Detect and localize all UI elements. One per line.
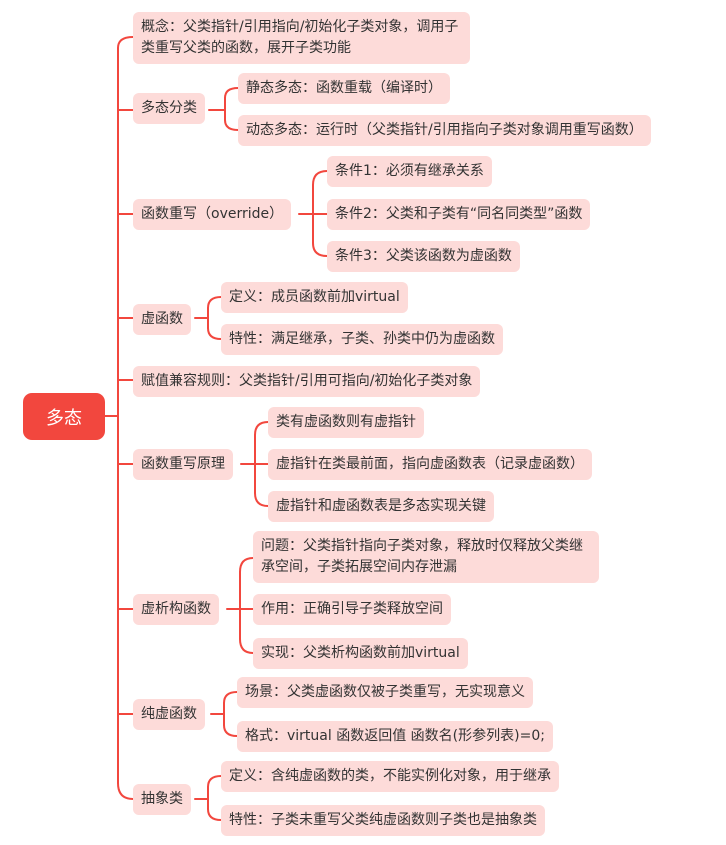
node-vtable[interactable]: 虚指针在类最前面，指向虚函数表（记录虚函数）	[268, 449, 592, 480]
node-abstract-class[interactable]: 抽象类	[133, 784, 191, 815]
connector-l1-8	[117, 782, 134, 800]
node-dynamic-polymorphism[interactable]: 动态多态：运行时（父类指针/引用指向子类对象调用重写函数）	[238, 115, 651, 146]
node-virtual-definition[interactable]: 定义：成员函数前加virtual	[221, 282, 408, 313]
node-pure-virtual[interactable]: 纯虚函数	[133, 699, 205, 730]
node-vptr[interactable]: 类有虚函数则有虚指针	[268, 407, 424, 438]
node-destructor-purpose[interactable]: 作用：正确引导子类释放空间	[253, 594, 451, 625]
node-pure-virtual-format[interactable]: 格式：virtual 函数返回值 函数名(形参列表)=0;	[237, 721, 553, 752]
root-node[interactable]: 多态	[23, 393, 105, 440]
node-concept[interactable]: 概念：父类指针/引用指向/初始化子类对象，调用子类重写父类的函数，展开子类功能	[133, 12, 470, 64]
node-virtual-destructor[interactable]: 虚析构函数	[133, 594, 219, 625]
node-override-condition-1[interactable]: 条件1：必须有继承关系	[327, 156, 492, 187]
node-destructor-implementation[interactable]: 实现：父类析构函数前加virtual	[253, 638, 468, 669]
node-override[interactable]: 函数重写（override）	[133, 199, 292, 230]
node-classification[interactable]: 多态分类	[133, 93, 205, 124]
node-assignment-rule[interactable]: 赋值兼容规则：父类指针/引用可指向/初始化子类对象	[133, 366, 481, 397]
node-override-condition-3[interactable]: 条件3：父类该函数为虚函数	[327, 241, 520, 272]
node-virtual-function[interactable]: 虚函数	[133, 304, 191, 335]
node-polymorphism-key[interactable]: 虚指针和虚函数表是多态实现关键	[268, 491, 494, 522]
node-override-principle[interactable]: 函数重写原理	[133, 449, 233, 480]
node-abstract-definition[interactable]: 定义：含纯虚函数的类，不能实例化对象，用于继承	[221, 761, 559, 792]
node-override-condition-2[interactable]: 条件2：父类和子类有“同名同类型”函数	[327, 199, 591, 230]
node-virtual-feature[interactable]: 特性：满足继承，子类、孙类中仍为虚函数	[221, 324, 503, 355]
node-abstract-feature[interactable]: 特性：子类未重写父类纯虚函数则子类也是抽象类	[221, 805, 545, 836]
node-destructor-problem[interactable]: 问题：父类指针指向子类对象，释放时仅释放父类继承空间，子类拓展空间内存泄漏	[253, 531, 599, 583]
node-static-polymorphism[interactable]: 静态多态：函数重载（编译时）	[238, 73, 450, 104]
node-pure-virtual-scenario[interactable]: 场景：父类虚函数仅被子类重写，无实现意义	[237, 677, 533, 708]
connector-l1-0	[117, 36, 134, 49]
